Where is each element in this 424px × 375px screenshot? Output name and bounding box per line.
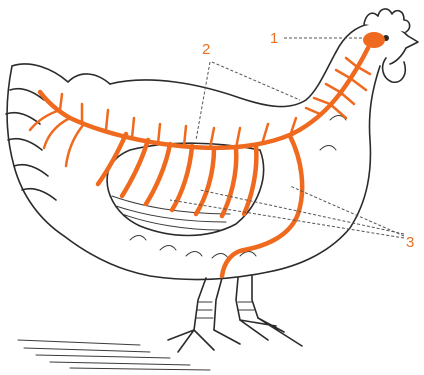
leader-2b xyxy=(212,62,300,100)
callout-2: 2 xyxy=(202,41,210,58)
callout-3: 3 xyxy=(406,234,414,251)
callout-1: 1 xyxy=(270,30,278,47)
brain-shape xyxy=(363,32,385,48)
ground-shadow xyxy=(18,340,210,370)
nervous-system xyxy=(30,32,385,276)
leader-2a xyxy=(196,62,210,140)
